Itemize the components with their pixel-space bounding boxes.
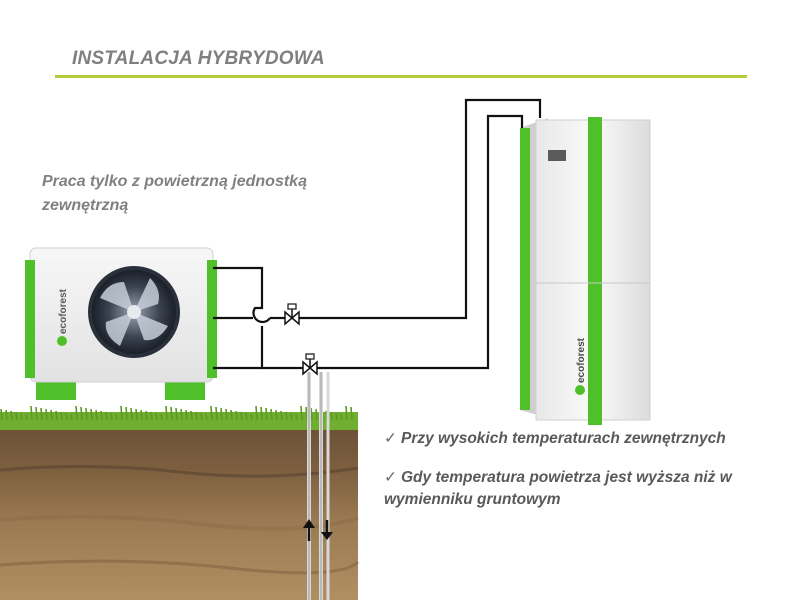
three-way-valve-icon bbox=[284, 303, 300, 326]
fan-icon bbox=[88, 266, 180, 358]
outdoor-unit: ecoforest bbox=[25, 247, 217, 400]
benefit-list: ✓Przy wysokich temperaturach zewnętrznyc… bbox=[384, 428, 784, 528]
grass-strip bbox=[0, 405, 358, 430]
title-underline bbox=[55, 75, 747, 78]
outdoor-unit-logo: ecoforest bbox=[57, 288, 69, 346]
ground-probe-pipes bbox=[307, 372, 330, 600]
checkmark-icon: ✓ bbox=[384, 469, 397, 486]
three-way-valve-icon bbox=[302, 353, 318, 376]
indoor-unit-brand: ecoforest bbox=[576, 337, 587, 383]
arrow-up-icon bbox=[303, 519, 315, 541]
ground-soil bbox=[0, 425, 360, 600]
indoor-unit: ecoforest bbox=[520, 117, 651, 425]
slide-title: INSTALACJA HYBRYDOWA bbox=[72, 48, 325, 69]
slide-subtitle: Praca tylko z powietrzną jednostką zewnę… bbox=[42, 173, 307, 214]
benefit-item: ✓Przy wysokich temperaturach zewnętrznyc… bbox=[384, 430, 726, 447]
benefit-item: ✓Gdy temperatura powietrza jest wyższa n… bbox=[384, 469, 732, 508]
indoor-unit-logo: ecoforest bbox=[575, 337, 587, 395]
control-display bbox=[548, 150, 566, 161]
piping bbox=[213, 98, 542, 370]
outdoor-unit-brand: ecoforest bbox=[58, 288, 69, 334]
arrow-down-icon bbox=[321, 520, 333, 540]
checkmark-icon: ✓ bbox=[384, 430, 397, 447]
